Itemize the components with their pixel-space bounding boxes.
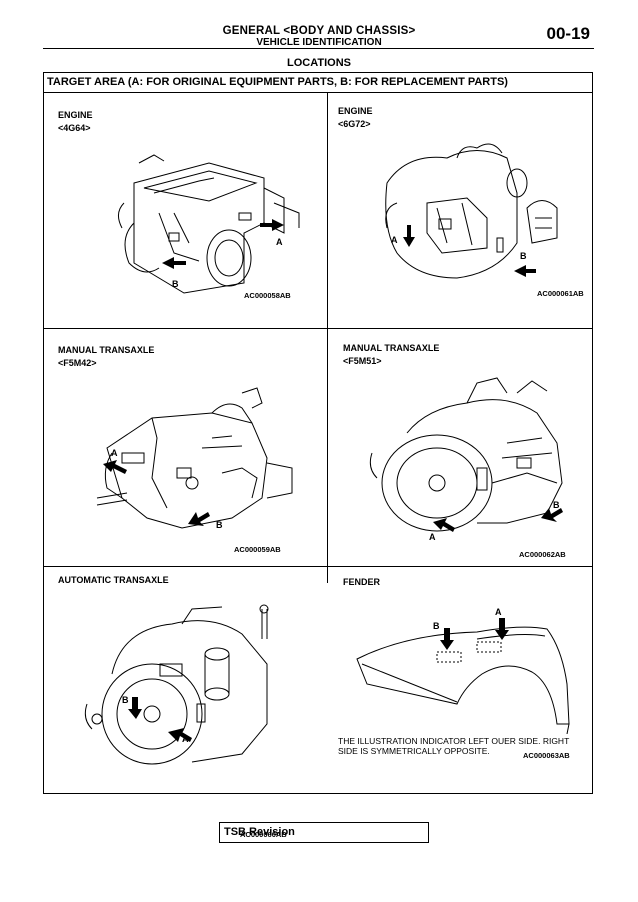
arrow-marker-b: B <box>433 621 454 650</box>
locations-table: TARGET AREA (A: FOR ORIGINAL EQUIPMENT P… <box>43 72 594 839</box>
row-divider <box>44 328 592 329</box>
header-rule <box>43 48 594 49</box>
marker-b-label: B <box>172 279 179 289</box>
page-number: 00-19 <box>546 24 590 43</box>
panel-label: MANUAL TRANSAXLE <box>58 345 155 355</box>
panel-automatic-transaxle: AUTOMATIC TRANSAXLE A B AC000060AB <box>44 566 327 839</box>
marker-b-label: B <box>520 251 527 261</box>
tsb-revision-box: TSB Revision <box>219 822 429 843</box>
figure-code: AC000060AB <box>240 830 287 839</box>
marker-b-label: B <box>433 621 440 631</box>
panel-fender: FENDER B A THE ILLUSTRATION INDICATOR LE… <box>327 566 594 795</box>
marker-b-label: B <box>216 520 223 530</box>
panel-label: MANUAL TRANSAXLE <box>343 343 440 353</box>
arrow-marker-b: B <box>122 695 142 719</box>
panel-sublabel: <F5M51> <box>343 356 382 366</box>
figure-code: AC000059AB <box>234 545 281 554</box>
arrow-marker-a: A <box>391 225 415 247</box>
automatic-transaxle-illustration <box>84 604 269 765</box>
arrow-marker-b: B <box>541 500 563 522</box>
fender-illustration <box>356 626 570 734</box>
marker-a-label: A <box>391 235 398 245</box>
header-title: GENERAL <BODY AND CHASSIS> <box>222 25 416 37</box>
marker-b-label: B <box>122 695 129 705</box>
row-divider <box>44 566 592 567</box>
transaxle-f5m42-illustration <box>96 387 293 529</box>
figure-code: AC000062AB <box>519 550 566 559</box>
arrow-marker-b: B <box>514 251 536 277</box>
panel-manual-transaxle-f5m42: MANUAL TRANSAXLE <F5M42> A B AC000059AB <box>44 328 327 566</box>
panel-sublabel: <4G64> <box>58 123 91 133</box>
panel-sublabel: <6G72> <box>338 119 371 129</box>
engine-6g72-illustration <box>385 143 558 279</box>
arrow-marker-a: A <box>260 219 284 247</box>
arrow-marker-b: B <box>162 257 186 289</box>
arrow-marker-b: B <box>188 512 223 530</box>
panel-label: AUTOMATIC TRANSAXLE <box>58 575 169 585</box>
panel-manual-transaxle-f5m51: MANUAL TRANSAXLE <F5M51> A B AC000062AB <box>327 328 594 566</box>
arrow-marker-a: A <box>429 518 455 542</box>
marker-a-label: A <box>111 448 118 458</box>
figure-code: AC000061AB <box>537 289 584 298</box>
panel-label: FENDER <box>343 577 381 587</box>
arrow-marker-a: A <box>495 607 509 640</box>
panel-label: ENGINE <box>338 106 373 116</box>
fender-note: THE ILLUSTRATION INDICATOR LEFT OUER SID… <box>338 736 570 756</box>
section-title: LOCATIONS <box>287 57 351 69</box>
panel-engine-4g64: ENGINE <4G64> A B AC000058AB <box>44 93 327 328</box>
marker-a-label: A <box>429 532 436 542</box>
arrow-marker-a: A <box>168 728 192 744</box>
panel-sublabel: <F5M42> <box>58 358 97 368</box>
marker-a-label: A <box>495 607 502 617</box>
engine-4g64-illustration <box>118 154 300 294</box>
arrow-marker-a: A <box>103 448 127 474</box>
marker-a-label: A <box>182 734 189 744</box>
header-subtitle: VEHICLE IDENTIFICATION <box>256 37 382 48</box>
figure-code: AC000063AB <box>523 751 570 760</box>
column-divider <box>327 93 328 583</box>
marker-b-label: B <box>553 500 560 510</box>
panel-engine-6g72: ENGINE <6G72> A B AC000061AB <box>327 93 594 328</box>
panel-label: ENGINE <box>58 110 93 120</box>
figure-code: AC000058AB <box>244 291 291 300</box>
marker-a-label: A <box>276 237 283 247</box>
transaxle-f5m51-illustration <box>369 377 563 532</box>
table-heading: TARGET AREA (A: FOR ORIGINAL EQUIPMENT P… <box>44 73 592 93</box>
